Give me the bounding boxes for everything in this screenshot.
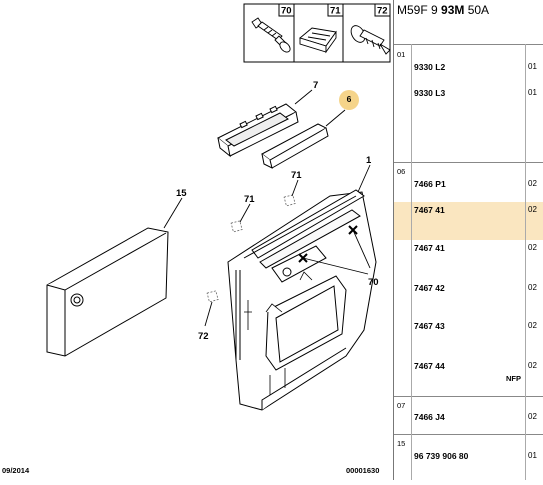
push-fastener-icon bbox=[350, 25, 391, 55]
highlighted-row bbox=[394, 202, 543, 240]
thumb-number-box-72 bbox=[374, 3, 391, 17]
part-1-door-panel bbox=[227, 189, 377, 411]
exploded-parts-drawing: 70 71 72 bbox=[2, 3, 391, 475]
callout-1: 1 bbox=[366, 155, 372, 166]
group-label: 07 bbox=[397, 401, 406, 410]
quantity: 01 bbox=[528, 451, 537, 460]
part-6-trim-strip bbox=[261, 123, 329, 169]
part-15-panel bbox=[46, 227, 169, 357]
quantity: 01 bbox=[528, 62, 537, 71]
callout-6-badge bbox=[339, 90, 359, 110]
quantity: 02 bbox=[528, 321, 537, 330]
quantity: 01 bbox=[528, 88, 537, 97]
part-number[interactable]: 7466 J4 bbox=[414, 412, 445, 422]
callout-15: 15 bbox=[176, 188, 187, 199]
part-number[interactable]: 7467 41 bbox=[414, 205, 445, 215]
parts-table: M59F 9 93M 50A 01 9330 L2 01 9330 L3 01 … bbox=[393, 0, 543, 480]
nfp-note: NFP bbox=[506, 374, 521, 383]
part-number[interactable]: 96 739 906 80 bbox=[414, 451, 469, 461]
callout-6: 6 bbox=[346, 94, 352, 104]
quantity: 02 bbox=[528, 179, 537, 188]
part-number[interactable]: 7466 P1 bbox=[414, 179, 446, 189]
door-panel-diagram: 70 71 72 bbox=[46, 3, 391, 411]
group-label: 15 bbox=[397, 439, 406, 448]
clip-position-marker bbox=[206, 194, 296, 303]
part-number[interactable]: 9330 L3 bbox=[414, 88, 446, 98]
thumb-number-71: 71 bbox=[330, 6, 341, 17]
callout-7: 7 bbox=[313, 80, 318, 91]
footer-date: 09/2014 bbox=[2, 466, 30, 475]
part-number[interactable]: 7467 43 bbox=[414, 321, 445, 331]
diagram-reference: M59F 9 93M 50A bbox=[397, 3, 490, 17]
quantity: 02 bbox=[528, 412, 537, 421]
quantity: 02 bbox=[528, 361, 537, 370]
thumb-number-72: 72 bbox=[377, 6, 388, 17]
part-number[interactable]: 7467 44 bbox=[414, 361, 445, 371]
thumb-number-70: 70 bbox=[281, 6, 292, 17]
clip-icon bbox=[299, 27, 337, 54]
group-label: 01 bbox=[397, 50, 406, 59]
thumb-number-box-71 bbox=[327, 3, 344, 17]
callout-71-upper: 71 bbox=[291, 170, 302, 181]
part-number[interactable]: 9330 L2 bbox=[414, 62, 446, 72]
part-7-handle-insert bbox=[217, 103, 299, 158]
footer-code: 00001630 bbox=[346, 466, 380, 475]
quantity: 02 bbox=[528, 283, 537, 292]
group-label: 06 bbox=[397, 167, 406, 176]
screw-icon bbox=[251, 17, 291, 53]
part-number[interactable]: 7467 42 bbox=[414, 283, 445, 293]
callout-71-lower: 71 bbox=[244, 194, 255, 205]
quantity: 02 bbox=[528, 205, 537, 214]
thumb-number-box-70 bbox=[278, 3, 295, 17]
callout-70: 70 bbox=[368, 277, 379, 288]
callout-72: 72 bbox=[198, 331, 209, 342]
quantity: 02 bbox=[528, 243, 537, 252]
part-number[interactable]: 7467 41 bbox=[414, 243, 445, 253]
